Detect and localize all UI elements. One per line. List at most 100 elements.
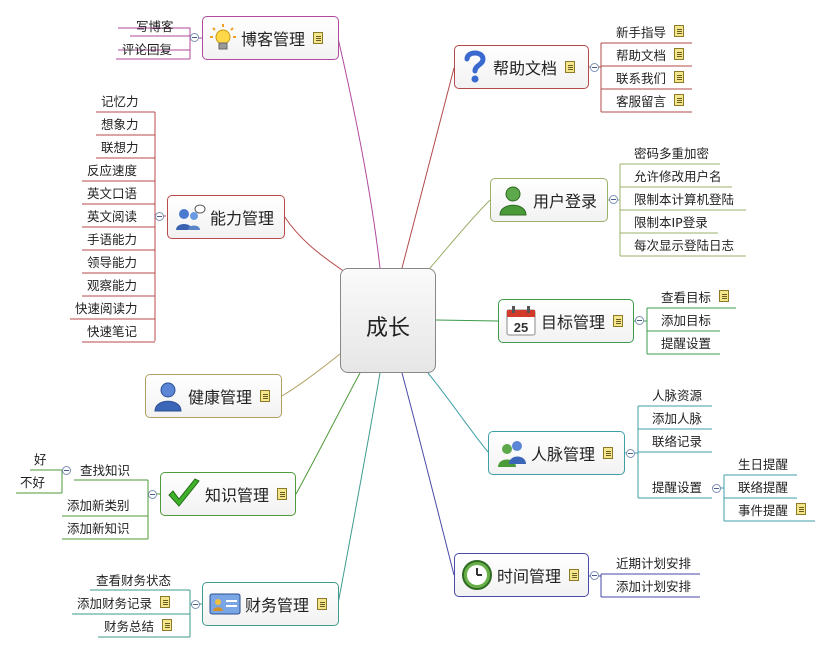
leaf-ability-3[interactable]: 联想力 [97, 139, 143, 157]
note-icon[interactable] [674, 48, 685, 60]
leaf-help-2[interactable]: 帮助文档 [612, 47, 685, 65]
leaf-reminder-1[interactable]: 生日提醒 [734, 456, 792, 474]
collapse-toggle-login[interactable] [609, 195, 618, 204]
leaf-knowledge-1[interactable]: 查找知识 [76, 462, 134, 480]
note-icon[interactable] [569, 569, 580, 581]
note-icon[interactable] [277, 488, 288, 500]
leaf-login-2[interactable]: 允许修改用户名 [630, 168, 726, 186]
leaf-finance-1[interactable]: 查看财务状态 [92, 572, 175, 590]
leaf-knowledge-find-2[interactable]: 不好 [16, 474, 49, 492]
leaf-login-4[interactable]: 限制本IP登录 [630, 214, 712, 232]
leaf-reminder-2[interactable]: 联络提醒 [734, 479, 792, 497]
leaf-label: 新手指导 [616, 25, 667, 40]
collapse-toggle-find-knowledge[interactable] [62, 466, 71, 475]
collapse-toggle-time[interactable] [590, 571, 599, 580]
branch-finance[interactable]: 财务管理 [202, 582, 339, 626]
lightbulb-icon [210, 24, 236, 50]
leaf-contacts-3[interactable]: 联络记录 [648, 433, 706, 451]
note-icon[interactable] [162, 619, 173, 631]
leaf-ability-9[interactable]: 观察能力 [83, 277, 141, 295]
note-icon[interactable] [313, 32, 324, 44]
note-icon[interactable] [603, 447, 614, 459]
central-topic[interactable]: 成长 [340, 268, 436, 373]
leaf-time-1[interactable]: 近期计划安排 [612, 555, 695, 573]
leaf-help-1[interactable]: 新手指导 [612, 24, 685, 42]
note-icon[interactable] [613, 315, 624, 327]
note-icon[interactable] [260, 390, 271, 402]
note-icon[interactable] [719, 290, 730, 302]
leaf-ability-2[interactable]: 想象力 [97, 116, 143, 134]
branch-contacts-label: 人脉管理 [531, 445, 596, 464]
leaf-label: 密码多重加密 [634, 146, 710, 161]
note-icon[interactable] [674, 94, 685, 106]
leaf-ability-1[interactable]: 记忆力 [97, 93, 143, 111]
branch-blog-label: 博客管理 [241, 30, 306, 49]
branch-login-label: 用户登录 [533, 192, 598, 211]
branch-knowledge[interactable]: 知识管理 [160, 472, 296, 516]
collapse-toggle-blog[interactable] [190, 33, 199, 42]
note-icon[interactable] [160, 596, 171, 608]
leaf-label: 查找知识 [80, 463, 131, 478]
branch-goal[interactable]: 25 目标管理 [498, 299, 634, 343]
leaf-ability-6[interactable]: 英文阅读 [83, 208, 141, 226]
leaf-knowledge-2[interactable]: 添加新类别 [63, 497, 134, 515]
leaf-contacts-2[interactable]: 添加人脉 [648, 410, 706, 428]
leaf-login-3[interactable]: 限制本计算机登陆 [630, 191, 738, 209]
leaf-finance-2[interactable]: 添加财务记录 [73, 595, 171, 613]
leaf-finance-3[interactable]: 财务总结 [100, 618, 173, 636]
leaf-ability-11[interactable]: 快速笔记 [83, 323, 141, 341]
branch-knowledge-label: 知识管理 [205, 486, 270, 505]
leaf-label: 添加人脉 [652, 411, 703, 426]
leaf-blog-2[interactable]: 评论回复 [118, 41, 176, 59]
clock-icon [462, 560, 492, 590]
leaf-time-2[interactable]: 添加计划安排 [612, 578, 695, 596]
note-icon[interactable] [317, 598, 328, 610]
note-icon[interactable] [674, 71, 685, 83]
leaf-contacts-1[interactable]: 人脉资源 [648, 387, 706, 405]
leaf-ability-4[interactable]: 反应速度 [83, 162, 141, 180]
leaf-label: 联想力 [101, 140, 139, 155]
branch-login[interactable]: 用户登录 [490, 178, 608, 222]
collapse-toggle-contacts[interactable] [626, 449, 635, 458]
leaf-ability-7[interactable]: 手语能力 [83, 231, 141, 249]
leaf-label: 查看财务状态 [96, 573, 172, 588]
leaf-goal-3[interactable]: 提醒设置 [657, 335, 715, 353]
leaf-goal-1[interactable]: 查看目标 [657, 289, 730, 307]
leaf-label: 财务总结 [104, 619, 155, 634]
leaf-label: 帮助文档 [616, 48, 667, 63]
collapse-toggle-finance[interactable] [191, 600, 200, 609]
leaf-blog-1[interactable]: 写博客 [132, 18, 178, 36]
central-topic-label: 成长 [365, 315, 410, 341]
branch-help[interactable]: 帮助文档 [454, 45, 589, 89]
branch-contacts[interactable]: 人脉管理 [488, 431, 625, 475]
leaf-contacts-4[interactable]: 提醒设置 [648, 479, 706, 497]
branch-blog[interactable]: 博客管理 [202, 16, 339, 60]
leaf-login-1[interactable]: 密码多重加密 [630, 145, 713, 163]
branch-time[interactable]: 时间管理 [454, 553, 589, 597]
note-icon[interactable] [796, 503, 807, 515]
branch-time-label: 时间管理 [497, 567, 562, 586]
leaf-label: 联络提醒 [738, 480, 789, 495]
leaf-label: 快速阅读力 [75, 301, 138, 316]
collapse-toggle-goal[interactable] [635, 316, 644, 325]
collapse-toggle-ability[interactable] [155, 212, 164, 221]
leaf-help-3[interactable]: 联系我们 [612, 70, 685, 88]
leaf-goal-2[interactable]: 添加目标 [657, 312, 715, 330]
leaf-label: 提醒设置 [652, 480, 703, 495]
collapse-toggle-knowledge[interactable] [148, 490, 157, 499]
leaf-knowledge-find-1[interactable]: 好 [30, 451, 51, 469]
branch-health[interactable]: 健康管理 [145, 374, 282, 418]
collapse-toggle-help[interactable] [590, 63, 599, 72]
note-icon[interactable] [565, 61, 576, 73]
branch-ability[interactable]: 能力管理 [167, 195, 285, 239]
leaf-reminder-3[interactable]: 事件提醒 [734, 502, 807, 520]
leaf-ability-5[interactable]: 英文口语 [83, 185, 141, 203]
leaf-label: 英文阅读 [87, 209, 138, 224]
leaf-ability-8[interactable]: 领导能力 [83, 254, 141, 272]
leaf-help-4[interactable]: 客服留言 [612, 93, 685, 111]
leaf-login-5[interactable]: 每次显示登陆日志 [630, 237, 738, 255]
note-icon[interactable] [674, 25, 685, 37]
leaf-ability-10[interactable]: 快速阅读力 [71, 300, 142, 318]
leaf-knowledge-3[interactable]: 添加新知识 [63, 520, 134, 538]
collapse-toggle-reminder[interactable] [712, 484, 721, 493]
